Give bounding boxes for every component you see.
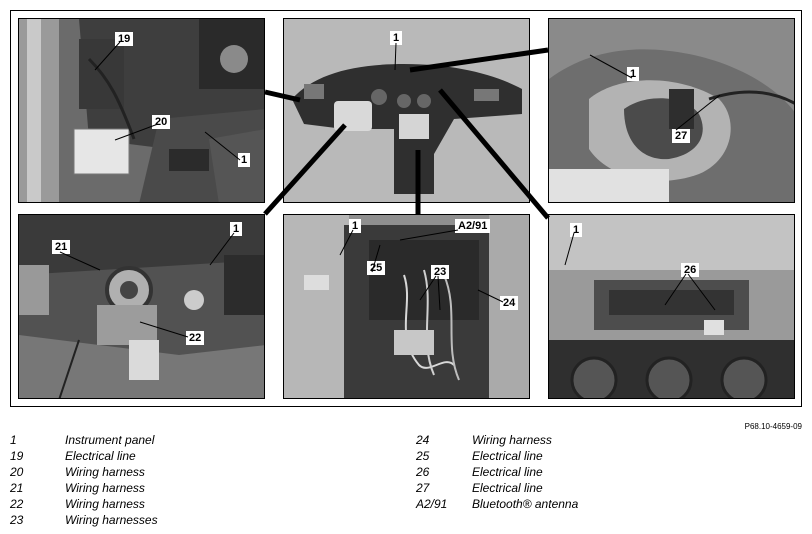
- legend-row: 23 Wiring harnesses: [10, 512, 390, 528]
- callout-26: 26: [681, 263, 700, 277]
- legend-description: Wiring harness: [65, 497, 145, 511]
- legend-description: Instrument panel: [65, 433, 155, 447]
- legend-row: 26 Electrical line: [416, 464, 796, 480]
- photo-panel-dashboard-overview: [283, 18, 530, 203]
- legend-number: 23: [10, 513, 24, 527]
- legend-description: Wiring harness: [472, 433, 552, 447]
- callout-A2-91: A2/91: [455, 219, 491, 233]
- callout-1: 1: [230, 222, 243, 236]
- legend-row: 20 Wiring harness: [10, 464, 390, 480]
- legend-row: 24 Wiring harness: [416, 432, 796, 448]
- legend-number: 19: [10, 449, 24, 463]
- callout-22: 22: [186, 331, 205, 345]
- callout-1: 1: [238, 153, 251, 167]
- legend-row: A2/91 Bluetooth® antenna: [416, 496, 796, 512]
- legend-number: 21: [10, 481, 24, 495]
- photo-center-vents: [549, 215, 794, 398]
- legend-row: 22 Wiring harness: [10, 496, 390, 512]
- photo-bluetooth-antenna: [549, 19, 794, 202]
- photo-panel-center-vents: [548, 214, 795, 399]
- legend-row: 25 Electrical line: [416, 448, 796, 464]
- callout-25: 25: [367, 261, 386, 275]
- legend-description: Wiring harnesses: [65, 513, 158, 527]
- callout-27: 27: [672, 129, 691, 143]
- legend-number: 27: [416, 481, 430, 495]
- callout-1: 1: [627, 67, 640, 81]
- callout-23: 23: [431, 265, 450, 279]
- photo-panel-center-console: [283, 214, 530, 399]
- callout-1: 1: [570, 223, 583, 237]
- legend-number: 25: [416, 449, 430, 463]
- legend-number: 1: [10, 433, 17, 447]
- legend-number: A2/91: [416, 497, 448, 511]
- legend-number: 20: [10, 465, 24, 479]
- legend-description: Electrical line: [65, 449, 136, 463]
- callout-19: 19: [115, 32, 134, 46]
- legend-number: 22: [10, 497, 24, 511]
- figure-reference: P68.10-4659-09: [744, 422, 802, 431]
- legend-description: Electrical line: [472, 465, 543, 479]
- legend-row: 27 Electrical line: [416, 480, 796, 496]
- legend-description: Bluetooth® antenna: [472, 497, 579, 511]
- callout-21: 21: [52, 240, 71, 254]
- callout-24: 24: [500, 296, 519, 310]
- callout-1: 1: [349, 219, 362, 233]
- legend-row: 19 Electrical line: [10, 448, 390, 464]
- legend-description: Electrical line: [472, 481, 543, 495]
- legend-description: Electrical line: [472, 449, 543, 463]
- legend-description: Wiring harness: [65, 465, 145, 479]
- photo-panel-driver-footwell: [18, 18, 265, 203]
- legend-description: Wiring harness: [65, 481, 145, 495]
- legend-number: 24: [416, 433, 430, 447]
- legend-number: 26: [416, 465, 430, 479]
- photo-driver-footwell: [19, 19, 264, 202]
- legend-row: 21 Wiring harness: [10, 480, 390, 496]
- photo-dashboard-overview: [284, 19, 529, 202]
- photo-panel-bluetooth-antenna: [548, 18, 795, 203]
- callout-1: 1: [390, 31, 403, 45]
- photo-center-console: [284, 215, 529, 398]
- legend-row: 1 Instrument panel: [10, 432, 390, 448]
- callout-20: 20: [152, 115, 171, 129]
